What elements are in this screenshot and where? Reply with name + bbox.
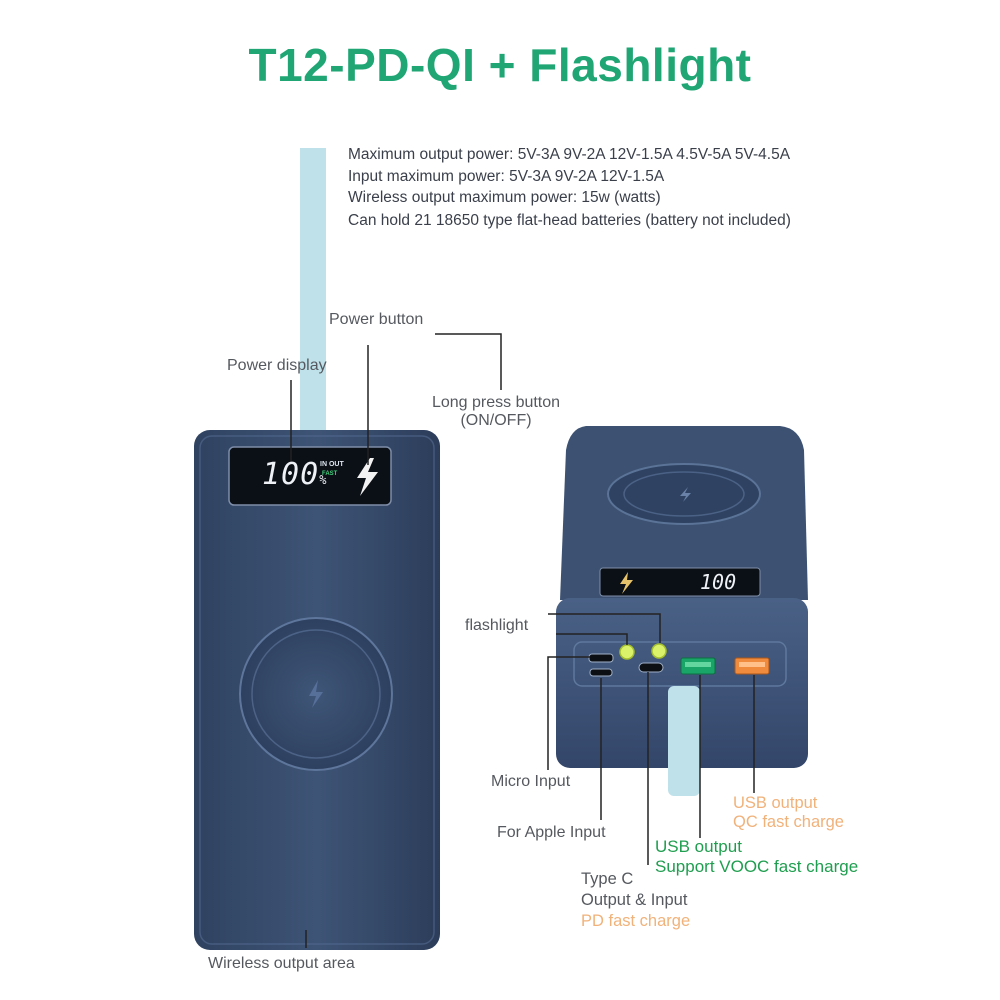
label-apple-input: For Apple Input	[497, 824, 606, 841]
display-fast: FAST	[322, 471, 338, 477]
label-usb-qc: USB output QC fast charge	[733, 794, 844, 832]
lanyard-strap-back	[668, 686, 700, 796]
label-micro-input: Micro Input	[491, 773, 571, 790]
label-long-press-line2: (ON/OFF)	[460, 412, 532, 429]
label-type-c-line1: Type C	[581, 870, 634, 888]
top-display-window	[599, 567, 761, 597]
type-c-port	[638, 662, 664, 673]
label-usb-vooc-line2: Support VOOC fast charge	[655, 857, 859, 876]
page-title: T12-PD-QI + Flashlight	[248, 39, 752, 91]
label-power-display: Power display	[227, 357, 327, 374]
label-type-c-line3: PD fast charge	[581, 912, 691, 930]
display-percent-sign: %	[319, 473, 328, 487]
display-percent-value: 100	[262, 457, 320, 492]
spec-battery-capacity: Can hold 21 18650 type flat-head batteri…	[348, 212, 791, 229]
display-in-out: IN OUT	[320, 461, 344, 468]
top-lightning-icon	[620, 572, 633, 594]
label-power-button: Power button	[329, 311, 424, 328]
power-display-window	[228, 446, 392, 506]
label-usb-qc-line2: QC fast charge	[733, 813, 844, 831]
label-type-c: Type C Output & Input PD fast charge	[581, 869, 690, 932]
label-flashlight: flashlight	[465, 617, 529, 634]
label-wireless-area: Wireless output area	[208, 955, 355, 972]
label-type-c-line2: Output & Input	[581, 891, 688, 909]
label-usb-vooc: USB output Support VOOC fast charge	[655, 837, 858, 877]
spec-max-output: Maximum output power: 5V-3A 9V-2A 12V-1.…	[348, 146, 791, 163]
label-usb-qc-line1: USB output	[733, 794, 818, 812]
power-bank-port-face	[556, 598, 808, 768]
label-long-press-line1: Long press button	[431, 394, 561, 411]
spec-wireless-max: Wireless output maximum power: 15w (watt…	[348, 189, 661, 206]
wireless-lightning-icon	[309, 680, 323, 708]
top-display-percentage: 100	[700, 570, 737, 594]
flashlight-led-1	[619, 644, 635, 660]
label-long-press: Long press button (ON/OFF)	[426, 394, 566, 430]
display-percentage: 100%	[262, 457, 327, 492]
lanyard-strap	[300, 148, 326, 438]
lightning-icon	[357, 458, 378, 496]
flashlight-led-2	[651, 643, 667, 659]
lightning-port	[589, 668, 613, 677]
micro-usb-port	[588, 653, 614, 663]
spec-input-max: Input maximum power: 5V-3A 9V-2A 12V-1.5…	[348, 168, 665, 185]
label-usb-vooc-line1: USB output	[655, 837, 742, 856]
